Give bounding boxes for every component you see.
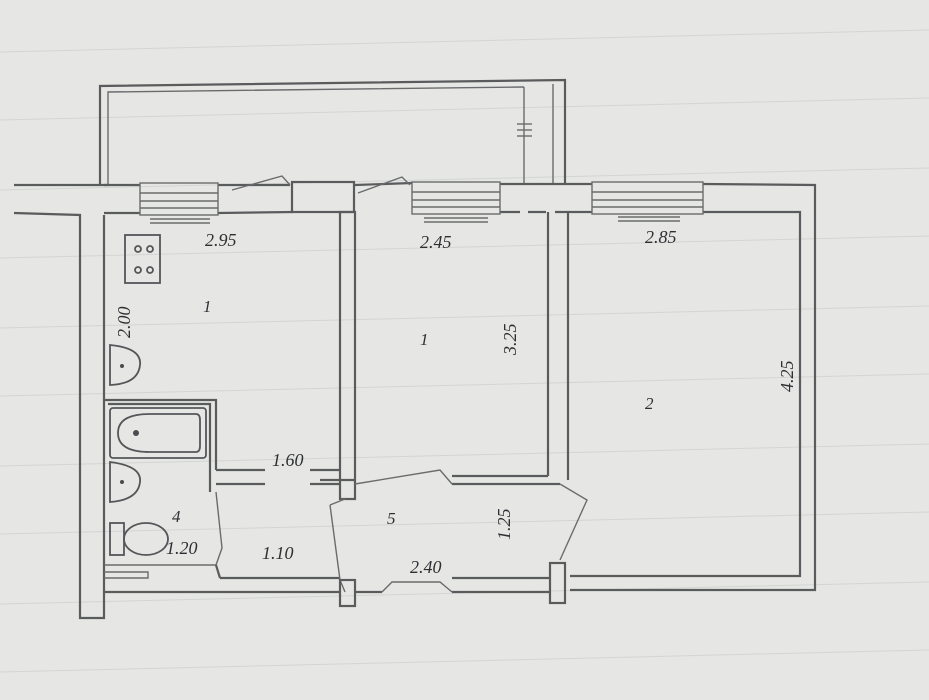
dim-room2-depth: 4.25 xyxy=(777,361,797,393)
dim-hall-width: 2.40 xyxy=(410,557,442,577)
bathtub-icon xyxy=(109,407,207,459)
room-number-kitchen: 1 xyxy=(203,297,212,316)
room-number-room2: 2 xyxy=(645,394,654,413)
interior-walls xyxy=(104,210,588,608)
balcony xyxy=(98,78,567,185)
dim-corridor-width: 1.10 xyxy=(262,543,294,563)
room-number-bathroom: 4 xyxy=(172,507,181,526)
dim-room1-depth: 3.25 xyxy=(500,324,520,357)
dim-hall-depth: 1.25 xyxy=(494,509,514,541)
stove-icon xyxy=(124,234,161,284)
dim-room2-width: 2.85 xyxy=(645,227,677,247)
dim-room1-width: 2.45 xyxy=(420,232,452,252)
window-kitchen xyxy=(139,182,219,224)
room-number-hall: 5 xyxy=(387,509,396,528)
room-number-room1: 1 xyxy=(420,330,429,349)
wash-basin-icon xyxy=(109,460,141,503)
kitchen-sink-icon xyxy=(109,344,141,386)
stub-walls xyxy=(13,183,108,620)
dim-corridor-top: 1.60 xyxy=(272,450,304,470)
dim-kitchen-depth: 2.00 xyxy=(114,307,134,339)
window-room1 xyxy=(411,181,501,223)
dim-bath-width: 1.20 xyxy=(166,538,198,558)
balcony-door-kitchen xyxy=(231,175,356,214)
balcony-door-room1 xyxy=(357,176,411,194)
dim-kitchen-width: 2.95 xyxy=(205,230,237,250)
toilet-icon xyxy=(109,522,169,556)
window-room2 xyxy=(591,181,704,222)
